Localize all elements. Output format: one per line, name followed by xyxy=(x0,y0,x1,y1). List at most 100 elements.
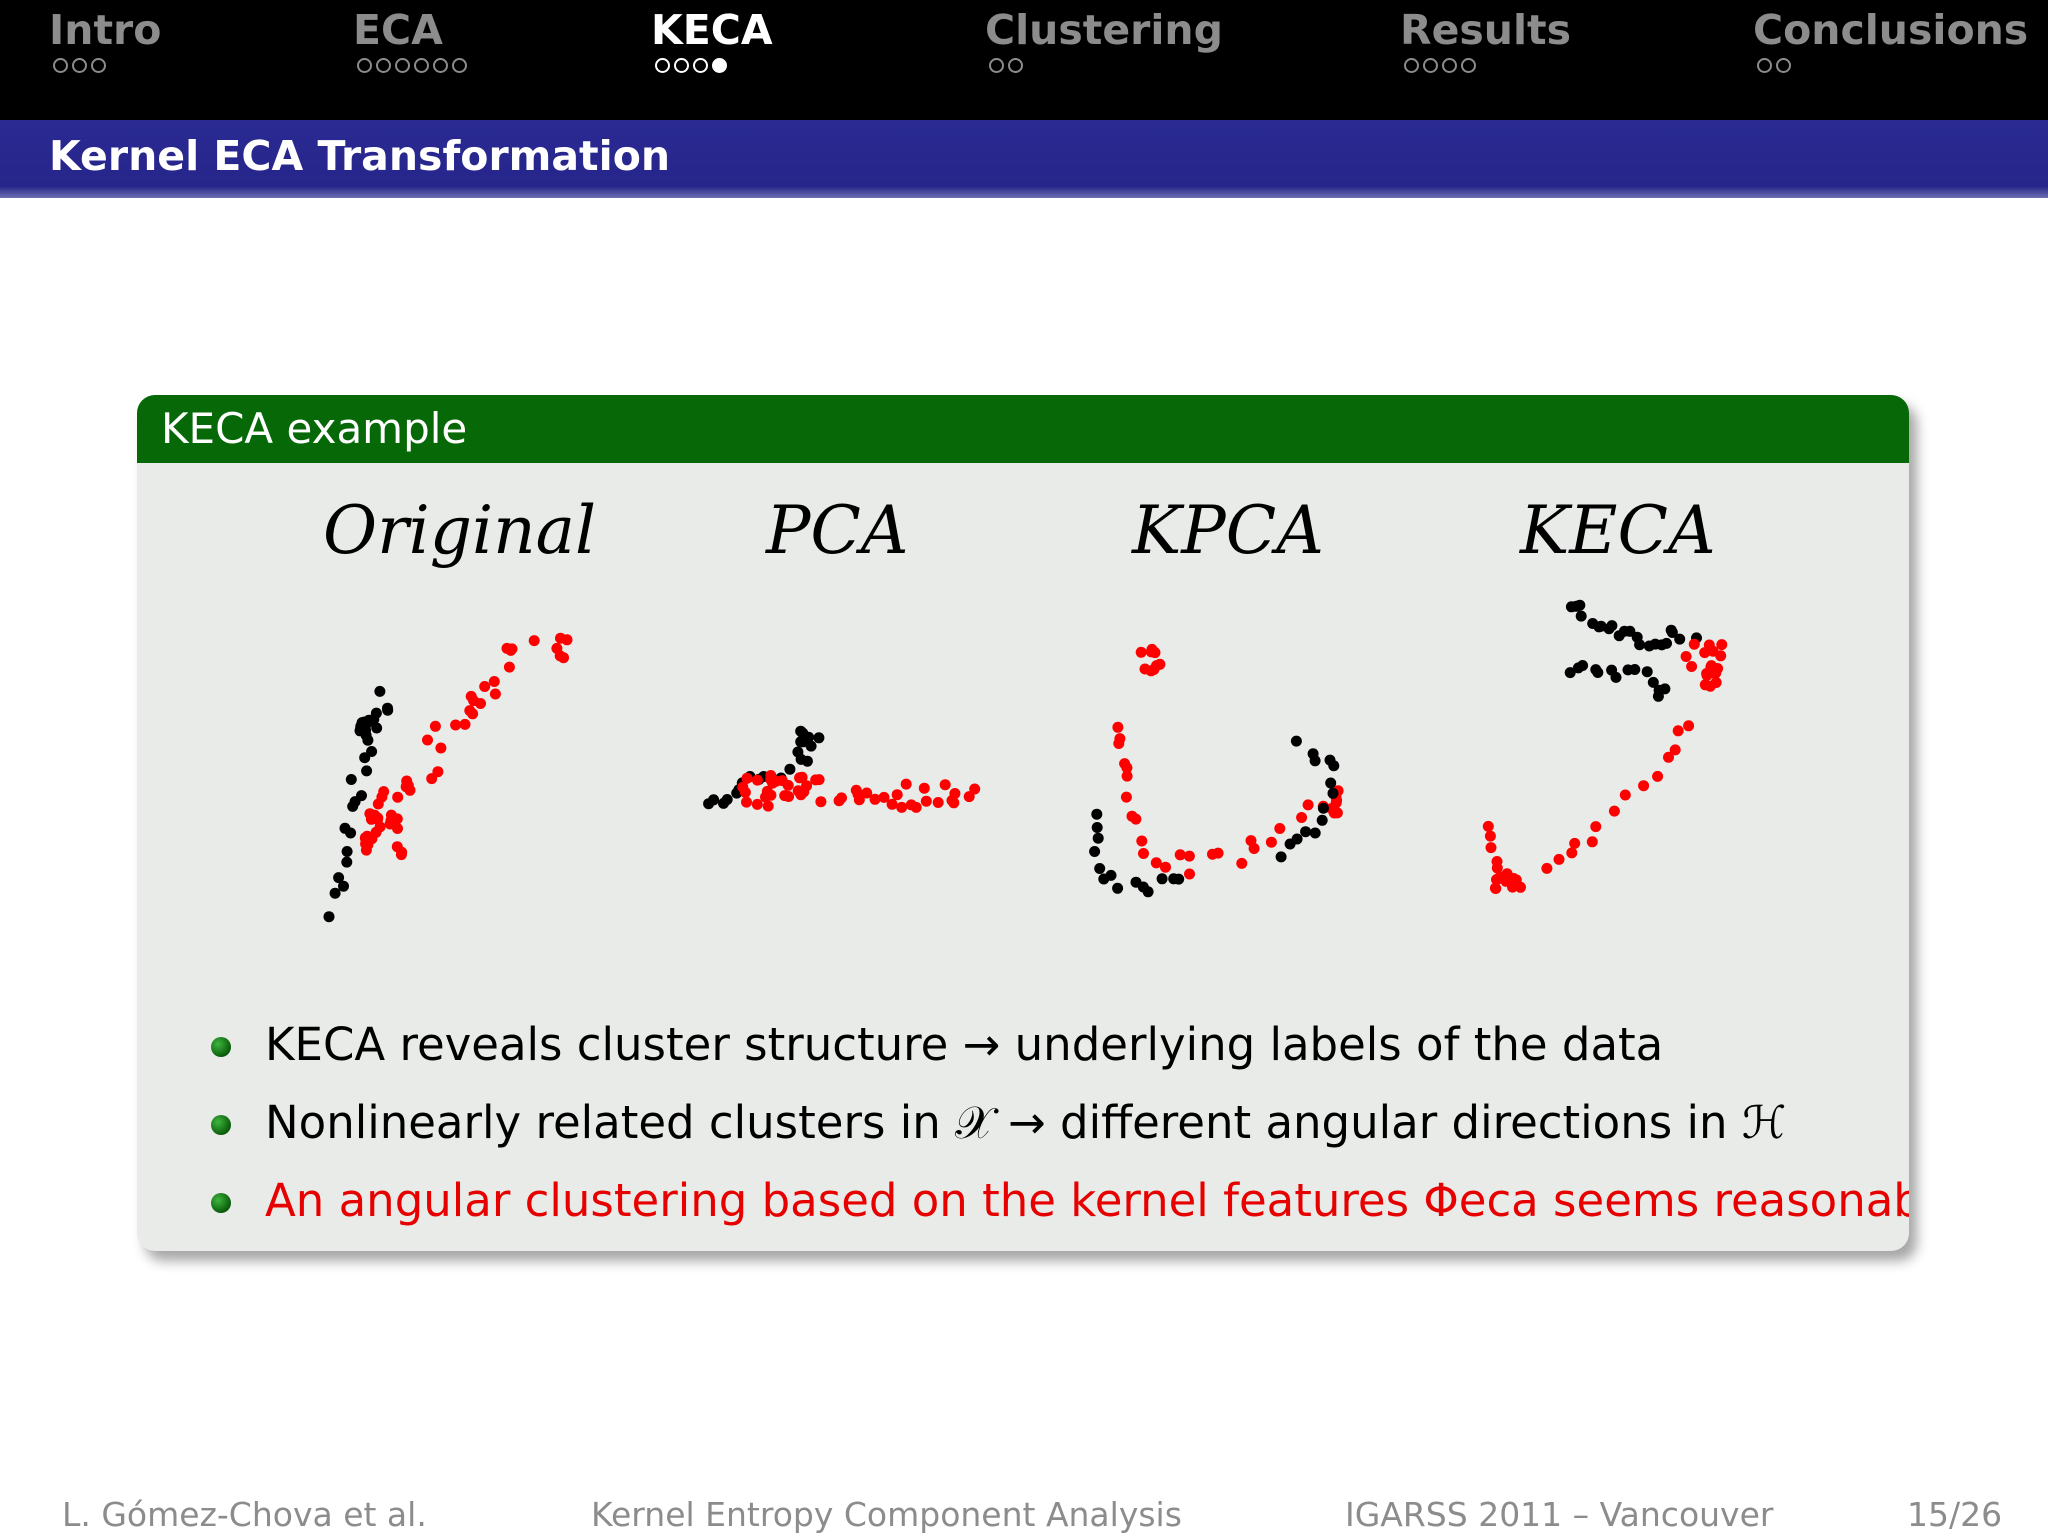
scatter-point xyxy=(784,763,796,775)
nav-dot[interactable] xyxy=(1423,58,1438,73)
scatter-point xyxy=(323,911,335,923)
bullet-item: Nonlinearly related clusters in 𝒳 → diff… xyxy=(211,1088,1909,1166)
scatter-point xyxy=(551,642,563,654)
footer-venue: IGARSS 2011 – Vancouver xyxy=(1345,1495,1774,1534)
scatter-point xyxy=(805,740,817,752)
scatter-point xyxy=(333,872,345,884)
nav-dot[interactable] xyxy=(1442,58,1457,73)
scatter-point xyxy=(341,846,353,857)
scatter-point xyxy=(354,725,366,737)
scatter-point xyxy=(339,822,351,834)
scatter-point xyxy=(1105,869,1117,881)
scatter-point xyxy=(1094,863,1106,874)
nav-slide-dots xyxy=(1757,58,2028,73)
scatter-point xyxy=(1300,826,1312,838)
nav-section-clustering[interactable]: Clustering xyxy=(985,6,1223,73)
nav-dot[interactable] xyxy=(452,58,467,73)
scatter-point xyxy=(1672,725,1684,737)
nav-dot[interactable] xyxy=(655,58,670,73)
scatter-point xyxy=(1595,620,1607,632)
scatter-point xyxy=(1699,647,1711,659)
scatter-point xyxy=(1665,624,1677,636)
nav-dot[interactable] xyxy=(1008,58,1023,73)
nav-dot[interactable] xyxy=(357,58,372,73)
scatter-point xyxy=(395,849,407,861)
scatter-point xyxy=(356,790,367,802)
scatter-point xyxy=(555,632,566,644)
scatter-point xyxy=(1290,735,1302,747)
scatter-point xyxy=(1113,738,1125,749)
nav-section-label: Intro xyxy=(49,6,162,54)
nav-dot[interactable] xyxy=(1461,58,1476,73)
scatter-point xyxy=(741,796,752,808)
scatter-point xyxy=(1507,881,1518,893)
nav-dot[interactable] xyxy=(53,58,68,73)
scatter-point xyxy=(969,783,981,795)
scatter-point xyxy=(1610,671,1622,683)
scatter-plots xyxy=(323,599,1728,923)
scatter-point xyxy=(370,826,382,838)
example-block-title: KECA example xyxy=(161,404,468,453)
scatter-point xyxy=(1331,807,1343,819)
scatter-point xyxy=(1328,760,1340,772)
nav-dot[interactable] xyxy=(376,58,391,73)
nav-dot[interactable] xyxy=(433,58,448,73)
scatter-point xyxy=(1089,846,1101,857)
scatter-point xyxy=(1309,827,1321,839)
scatter-point xyxy=(1631,631,1643,643)
scatter-point xyxy=(1135,646,1147,658)
nav-section-label: Conclusions xyxy=(1753,6,2029,54)
nav-dot[interactable] xyxy=(674,58,689,73)
bullet-text: An angular clustering based on the kerne… xyxy=(265,1174,1909,1227)
nav-section-intro[interactable]: Intro xyxy=(49,6,161,73)
scatter-point xyxy=(1638,780,1650,792)
scatter-point xyxy=(376,791,388,803)
scatter-point xyxy=(479,681,491,692)
scatter-point xyxy=(1701,668,1713,679)
nav-dot[interactable] xyxy=(693,58,708,73)
scatter-point xyxy=(918,782,930,794)
scatter-point xyxy=(1173,873,1185,885)
scatter-point xyxy=(869,793,881,805)
scatter-point xyxy=(366,746,378,757)
scatter-point xyxy=(1564,667,1576,679)
scatter-point xyxy=(1716,639,1728,651)
scatter-point xyxy=(1112,721,1124,733)
nav-dot[interactable] xyxy=(1404,58,1419,73)
scatter-point xyxy=(1156,873,1168,885)
scatter-point xyxy=(1148,664,1160,675)
nav-dot[interactable] xyxy=(395,58,410,73)
scatter-point xyxy=(467,708,479,720)
scatter-point xyxy=(1092,832,1104,844)
nav-dot-current[interactable] xyxy=(712,58,727,73)
scatter-point xyxy=(798,732,810,744)
nav-dot[interactable] xyxy=(91,58,106,73)
nav-section-results[interactable]: Results xyxy=(1400,6,1571,73)
scatter-point xyxy=(1553,853,1565,865)
scatter-point xyxy=(765,770,777,781)
scatter-point xyxy=(751,798,763,810)
nav-dot[interactable] xyxy=(414,58,429,73)
scatter-point xyxy=(489,688,501,700)
nav-dot[interactable] xyxy=(1757,58,1772,73)
nav-section-label: Clustering xyxy=(985,6,1223,54)
scatter-point xyxy=(488,676,500,687)
scatter-point xyxy=(503,661,515,673)
plot-title-original: Original xyxy=(323,492,597,569)
scatter-point xyxy=(886,798,898,810)
nav-section-conclusions[interactable]: Conclusions xyxy=(1753,6,2028,73)
nav-dot[interactable] xyxy=(989,58,1004,73)
scatter-point xyxy=(762,800,774,812)
scatter-point xyxy=(939,779,951,791)
scatter-point xyxy=(329,887,341,899)
nav-dot[interactable] xyxy=(72,58,87,73)
scatter-point xyxy=(1674,633,1686,645)
nav-dot[interactable] xyxy=(1776,58,1791,73)
scatter-point xyxy=(1245,835,1257,847)
scatter-point xyxy=(1317,802,1329,814)
scatter-point xyxy=(392,823,403,834)
nav-section-keca[interactable]: KECA xyxy=(651,6,773,73)
nav-section-eca[interactable]: ECA xyxy=(353,6,467,73)
plot-title-keca: KECA xyxy=(1520,492,1716,569)
scatter-point xyxy=(1327,787,1339,799)
